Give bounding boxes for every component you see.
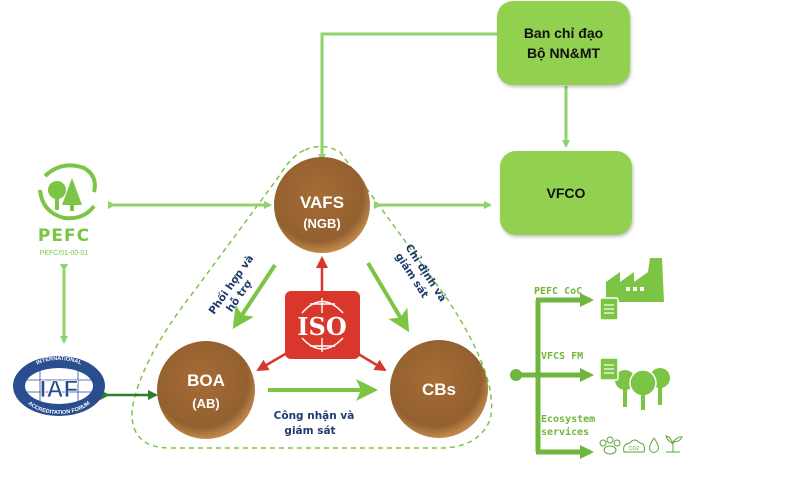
branch-label-fm: VFCS FM (541, 351, 583, 362)
steering-line1: Ban chỉ đạo (523, 25, 604, 41)
iso-logo: ISO (285, 291, 360, 359)
pefc-code: PEFC/01-00-01 (40, 250, 89, 257)
accredit-line2: giám sát (284, 425, 335, 437)
steering-committee-box[interactable]: Ban chỉ đạo Bộ NN&MT (497, 1, 630, 85)
trees-icon (615, 368, 670, 410)
vafs-to-cbs-arrow (366, 261, 410, 333)
water-drop-icon (649, 437, 659, 453)
boa-subtitle: (AB) (192, 396, 219, 411)
document-icon (599, 297, 619, 321)
iaf-ring-top: INTERNATIONAL (35, 356, 83, 367)
node-vafs[interactable]: VAFS (NGB) (274, 157, 370, 253)
vfco-box[interactable]: VFCO (500, 151, 632, 235)
pefc-name: PEFC (38, 226, 90, 246)
branch-label-eco-1: Ecosystem (541, 414, 595, 425)
document-icon-fm (599, 357, 619, 381)
svg-text:CO2: CO2 (629, 446, 640, 452)
node-cbs[interactable]: CBs (390, 340, 488, 438)
boa-title: BOA (187, 371, 225, 390)
plant-icon (665, 435, 683, 453)
iaf-logo[interactable]: IAF INTERNATIONAL ACCREDITATION FORUM (13, 356, 105, 416)
branch-label-eco-2: services (541, 426, 589, 438)
vfco-label: VFCO (546, 185, 586, 201)
iso-to-cbs-arrow (354, 350, 387, 372)
steering-to-vafs-arrow (318, 32, 497, 162)
factory-icon (606, 258, 664, 302)
branch-label-coc: PEFC CoC (534, 286, 582, 297)
globe-icon (301, 298, 344, 352)
accredit-line1: Công nhận và (274, 410, 355, 422)
iaf-globe-icon (26, 370, 92, 402)
branches: PEFC CoC VFCS FM Ecosystem services (510, 286, 595, 459)
vafs-title: VAFS (300, 193, 344, 212)
node-boa[interactable]: BOA (AB) (157, 341, 255, 439)
pefc-tree-icon (48, 178, 82, 211)
ecosystem-icons: CO2 (599, 435, 683, 455)
steering-line2: Bộ NN&MT (526, 45, 601, 61)
iaf-letters: IAF (40, 376, 79, 403)
dashed-triangle-boundary (131, 145, 493, 449)
paw-icon (599, 436, 621, 455)
cbs-title: CBs (422, 380, 456, 399)
vafs-to-boa-arrow (232, 263, 277, 330)
vafs-subtitle: (NGB) (303, 216, 341, 231)
co2-cloud-icon: CO2 (623, 439, 645, 453)
relation-designate-label: Chỉ định và giám sát (393, 242, 449, 304)
pefc-logo[interactable]: PEFC PEFC/01-00-01 (38, 163, 97, 257)
iso-label: ISO (297, 312, 346, 341)
pefc-swoosh-icon (38, 163, 97, 221)
svg-text:INTERNATIONAL: INTERNATIONAL (35, 356, 83, 367)
